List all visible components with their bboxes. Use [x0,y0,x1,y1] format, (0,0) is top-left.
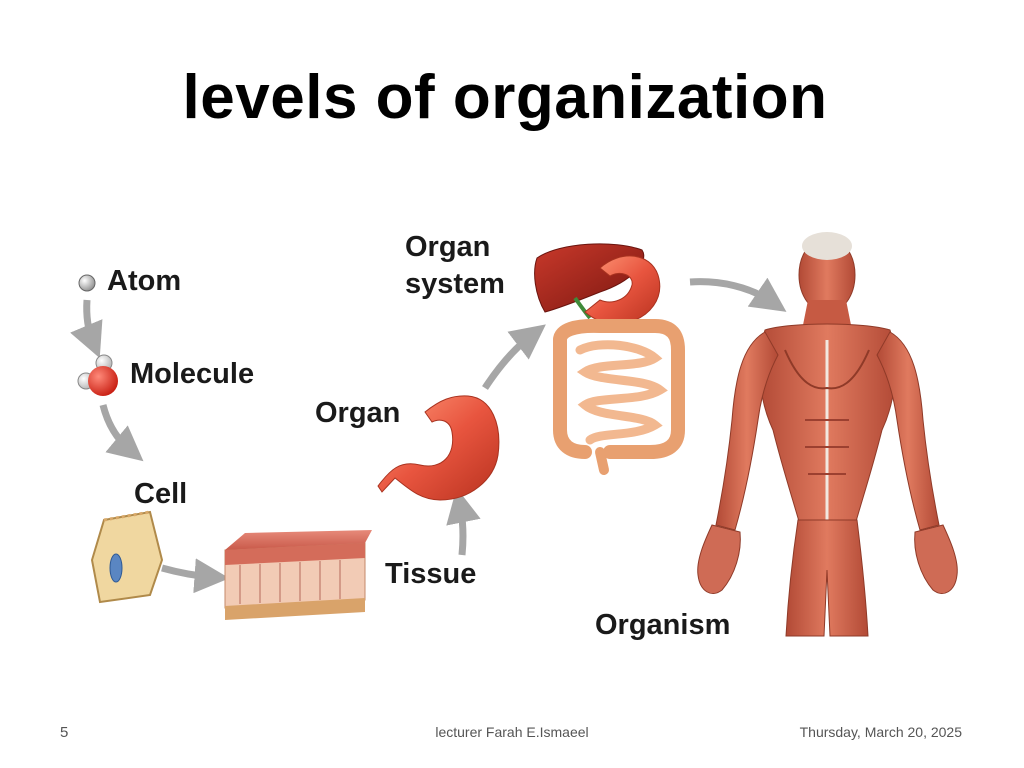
human-body-figure [697,232,958,637]
footer-author: lecturer Farah E.Ismaeel [435,724,589,740]
label-organism: Organism [595,609,730,641]
digestive-system-figure [534,243,685,475]
slide-number: 5 [60,724,69,741]
label-cell: Cell [134,478,187,510]
arrow-organ-to-system [482,324,546,390]
label-atom: Atom [107,265,181,297]
tissue-figure [224,530,372,620]
label-tissue: Tissue [385,558,476,590]
arrow-tissue-to-organ [446,487,481,556]
arrow-atom-to-molecule [70,299,103,359]
label-organ: Organ [315,397,400,429]
footer-date: Thursday, March 20, 2025 [799,724,962,740]
molecule-figure [77,354,118,396]
arrow-system-to-organism [689,277,787,312]
label-molecule: Molecule [130,358,254,390]
label-organ-system-line2: system [405,268,505,300]
cell-figure [90,510,164,604]
label-organ-system-line1: Organ [405,231,490,263]
atom-figure [78,274,96,292]
slide-title: levels of organization [182,63,828,132]
arrow-cell-to-tissue [161,558,230,594]
arrow-molecule-to-cell [99,404,144,462]
stomach-figure [377,395,500,501]
